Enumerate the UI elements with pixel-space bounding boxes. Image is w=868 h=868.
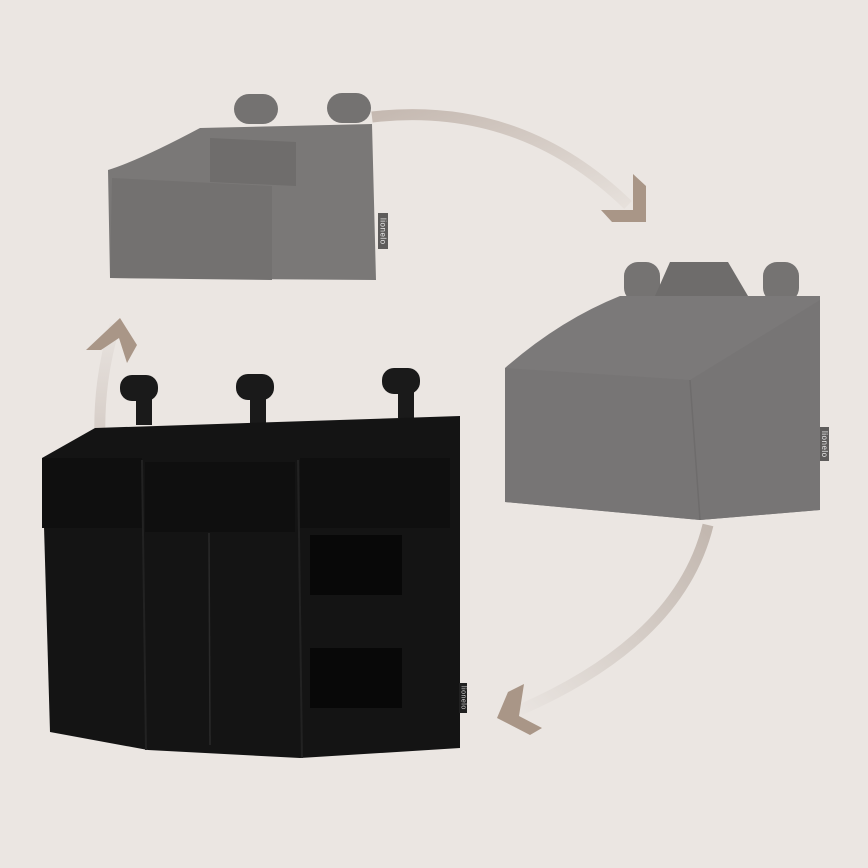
arrow-top-right <box>371 109 646 222</box>
brand-label-top: lionelo <box>378 217 388 245</box>
brand-label-black: lionelo <box>459 686 467 710</box>
black-triple-organizer <box>42 368 467 759</box>
grey-box-organizer <box>505 262 829 521</box>
arrow-left-up <box>86 318 137 441</box>
arrow-bottom <box>497 523 714 735</box>
brand-label-right: lionelo <box>820 430 829 458</box>
grey-small-organizer <box>108 93 388 280</box>
